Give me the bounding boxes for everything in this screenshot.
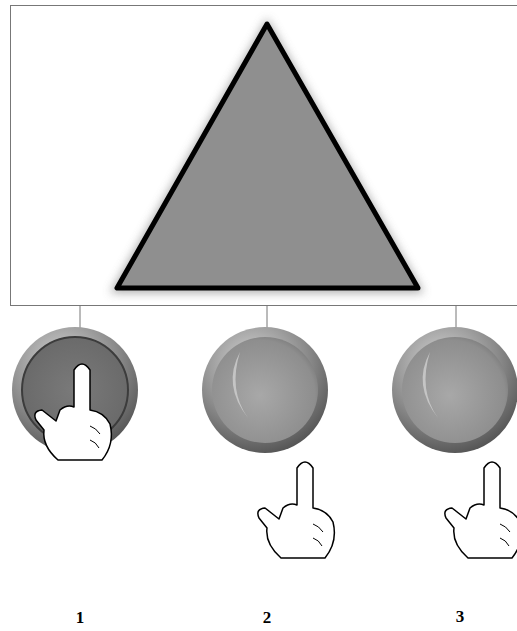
callout-number: 3 bbox=[456, 607, 465, 627]
callout-number: 1 bbox=[76, 608, 85, 628]
callout-number: 2 bbox=[263, 608, 272, 628]
